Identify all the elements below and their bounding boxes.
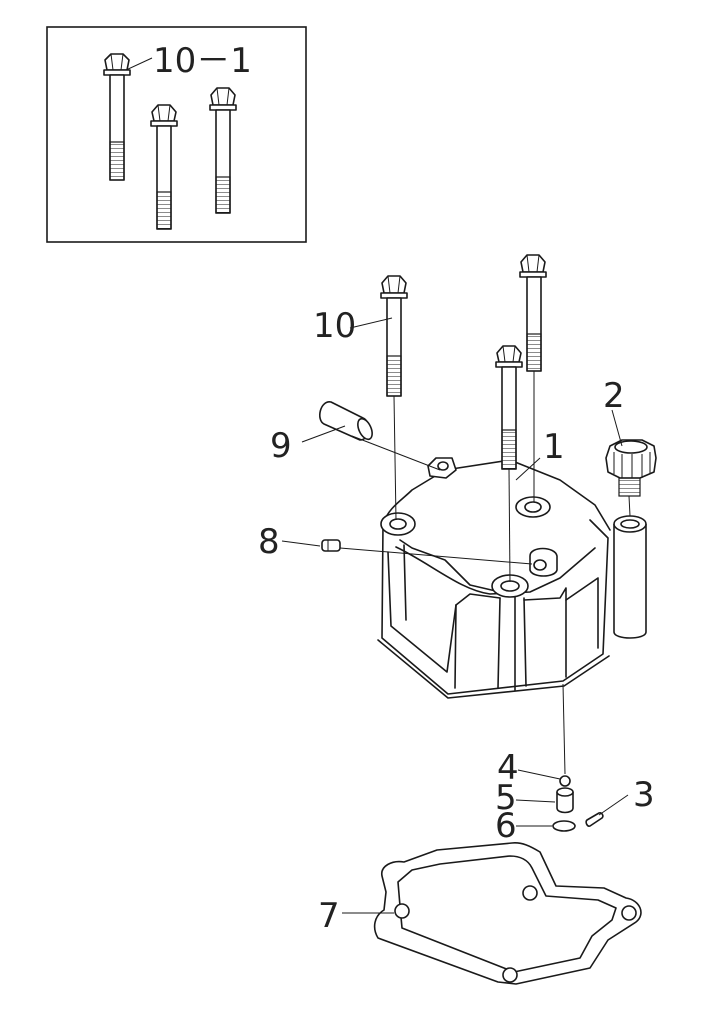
callout-10: 10 [313, 306, 356, 346]
callout-4: 4 [497, 748, 519, 788]
callout-8: 8 [258, 522, 280, 562]
callout-9: 9 [270, 426, 292, 466]
bolt-centre [495, 345, 523, 583]
inset-box: 10－1 [46, 26, 307, 243]
bolt-left [380, 275, 408, 521]
sleeve [319, 401, 441, 471]
callout-6: 6 [495, 806, 517, 846]
inset-leader [125, 57, 153, 71]
inset-bolt-short [150, 104, 178, 230]
callout-3: 3 [633, 775, 655, 815]
callout-10-1: 10－1 [153, 41, 252, 81]
bolt-right-rear [519, 254, 547, 502]
o-ring-small [559, 775, 571, 787]
callout-1: 1 [543, 427, 565, 467]
gasket [373, 842, 642, 985]
inset-bolt-medium [209, 87, 237, 214]
callout-7: 7 [318, 896, 340, 936]
bushing [556, 787, 574, 814]
filler-cap [605, 439, 657, 517]
valve-cover [377, 457, 647, 699]
washer [552, 820, 576, 832]
callout-2: 2 [603, 376, 625, 416]
inset-bolt-long [103, 53, 131, 181]
plug [321, 539, 533, 565]
pin [585, 812, 604, 827]
leader-lines [281, 317, 629, 914]
callout-5: 5 [495, 778, 517, 818]
